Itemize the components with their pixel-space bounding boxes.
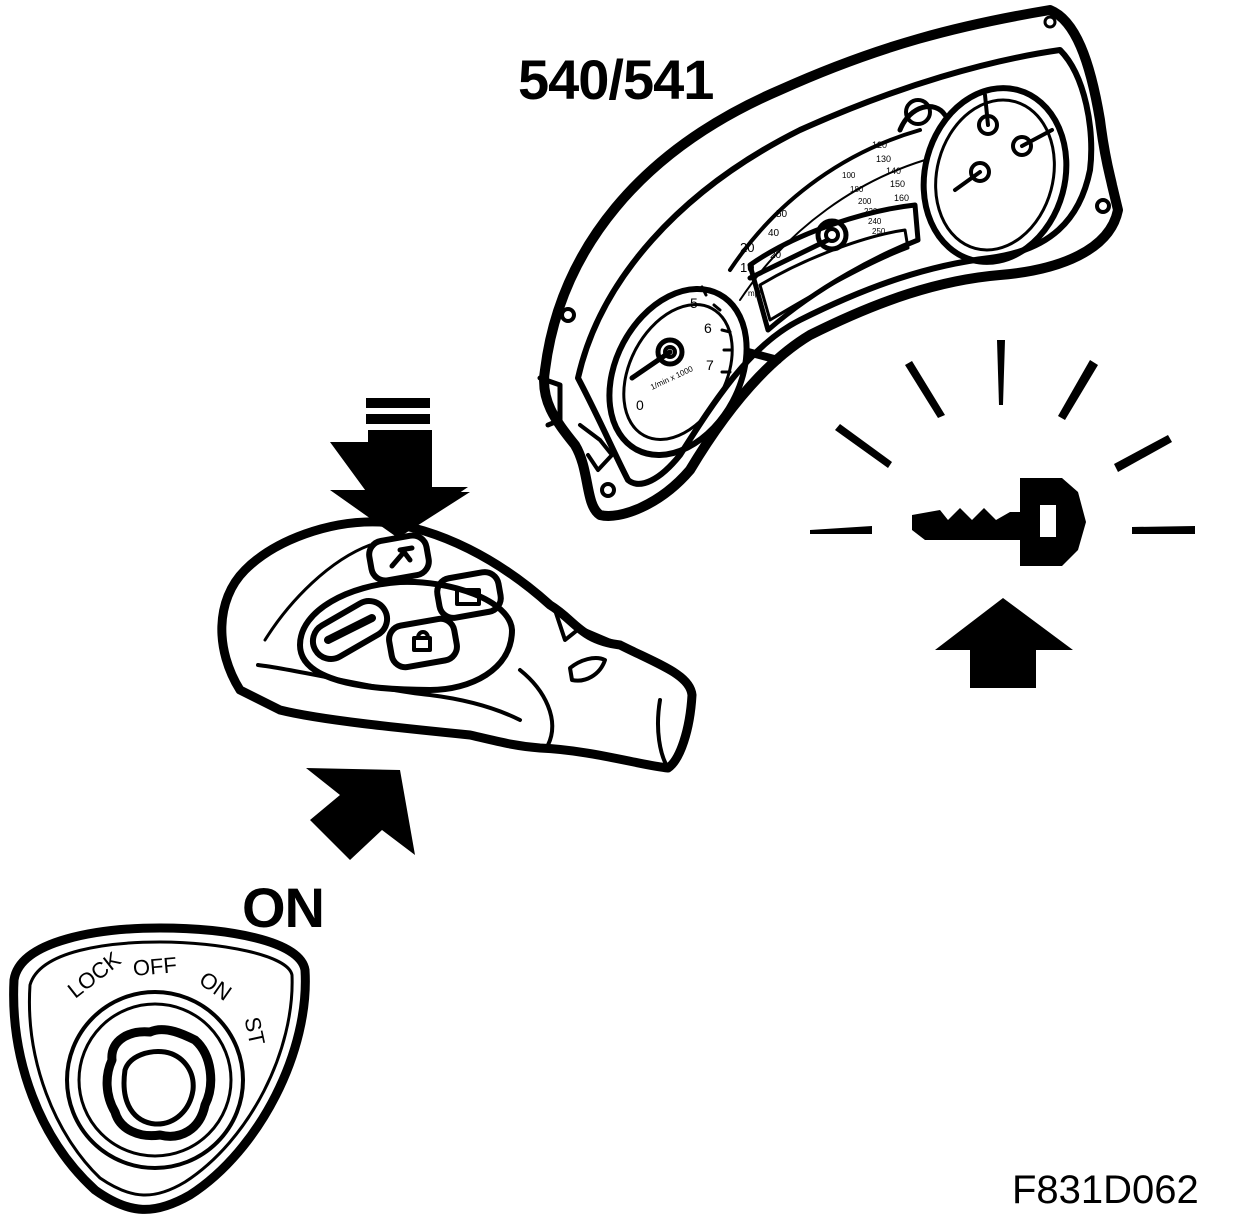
key-fob-icon xyxy=(217,517,697,773)
speed-tick-200: 200 xyxy=(858,197,872,206)
ignition-switch-icon xyxy=(9,923,310,1214)
ignition-position-off: OFF xyxy=(131,952,178,981)
speed-tick-10: 10 xyxy=(740,260,754,275)
tach-tick-7: 7 xyxy=(706,357,714,373)
speed-tick-150: 150 xyxy=(890,179,905,189)
press-arrow-icon xyxy=(330,398,470,538)
speed-unit-label: mph xyxy=(748,289,764,298)
figure-code: F831D062 xyxy=(1012,1168,1199,1212)
cluster-model-label: 540/541 xyxy=(518,48,714,111)
speed-tick-140: 140 xyxy=(886,166,901,176)
insert-arrow-icon xyxy=(306,768,415,860)
speed-tick-220: 220 xyxy=(864,207,878,216)
speed-tick-250: 250 xyxy=(872,227,886,236)
ignition-state-label: ON xyxy=(242,876,325,939)
tach-tick-5: 5 xyxy=(690,295,698,311)
speed-tick-20b: 20 xyxy=(770,250,782,261)
speed-tick-50: 50 xyxy=(776,209,788,220)
speed-tick-180: 180 xyxy=(850,185,864,194)
speed-tick-240: 240 xyxy=(868,217,882,226)
indicator-arrow-icon xyxy=(935,598,1073,688)
speed-tick-130: 130 xyxy=(876,154,891,164)
tach-unit-label: 1/min x 1000 xyxy=(649,364,695,392)
glow-rays-icon xyxy=(810,340,1195,534)
speed-tick-120: 120 xyxy=(872,140,887,150)
tach-tick-0: 0 xyxy=(636,397,644,413)
ignition-position-st: ST xyxy=(239,1014,270,1048)
speed-tick-20: 20 xyxy=(740,240,754,255)
instrument-cluster-icon xyxy=(537,5,1123,521)
tach-tick-6: 6 xyxy=(704,320,712,336)
speed-tick-100: 100 xyxy=(842,171,856,180)
speed-tick-160: 160 xyxy=(894,193,909,203)
key-warning-icon xyxy=(912,478,1086,566)
speed-tick-40: 40 xyxy=(768,228,780,239)
